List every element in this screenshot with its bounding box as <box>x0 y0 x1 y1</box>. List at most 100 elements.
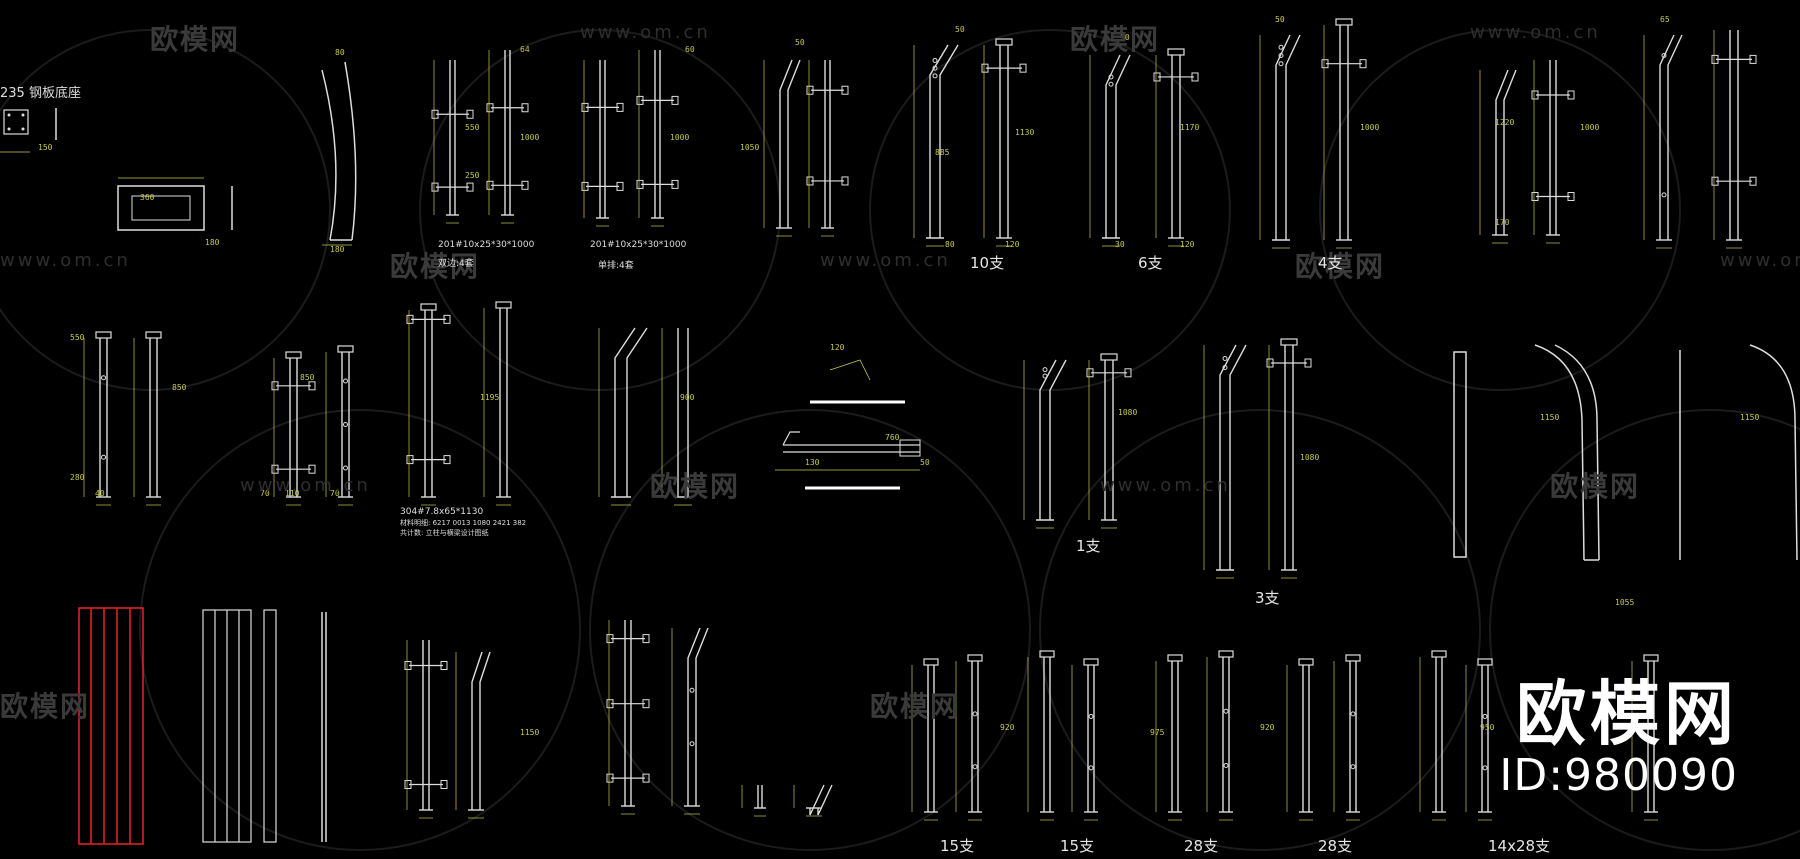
dimension-label: 1000 <box>520 133 539 142</box>
base-plate-detail <box>0 108 233 231</box>
dimension-label: 550 <box>70 333 85 342</box>
quantity-label: 3支 <box>1255 589 1280 607</box>
railing-post <box>741 785 766 817</box>
quantity-label: 15支 <box>1060 837 1095 855</box>
railing-post <box>671 627 709 815</box>
railing-post <box>1321 18 1367 249</box>
watermark-cn: 欧模网 <box>650 470 741 503</box>
railing-post <box>1203 344 1247 579</box>
watermark-arc <box>589 409 1031 851</box>
dimension-label: 50 <box>795 38 805 47</box>
railing-post <box>1206 650 1234 821</box>
watermark-cn: 欧模网 <box>1295 250 1386 283</box>
quantity-label: 1支 <box>1076 537 1101 555</box>
watermark-cn: 欧模网 <box>1550 470 1641 503</box>
railing-post <box>133 331 162 506</box>
dimension-label: 360 <box>140 193 155 202</box>
watermark-site: www.om.cn <box>1470 22 1601 43</box>
railing-post <box>1465 658 1493 821</box>
railing-post <box>581 60 624 227</box>
railing-post <box>806 60 849 237</box>
railing-post <box>431 60 474 224</box>
dimension-label: 280 <box>70 473 85 482</box>
dimension-label: 1000 <box>1580 123 1599 132</box>
handrail-bracket-detail <box>775 359 921 490</box>
railing-post <box>1266 338 1312 579</box>
quantity-label: 6支 <box>1138 254 1163 272</box>
dimension-label: 760 <box>885 433 900 442</box>
dimension-label: 1170 <box>1180 123 1199 132</box>
dimension-label: 120 <box>830 343 845 352</box>
drawing-caption: 单排:4套 <box>598 261 634 271</box>
dimension-label: 180 <box>205 238 220 247</box>
dimension-label: 1000 <box>1360 123 1379 132</box>
dimension-label: 110 <box>285 489 300 498</box>
watermark-site: www.om.cn <box>0 250 131 271</box>
railing-post <box>1419 650 1447 821</box>
quantity-label: 4支 <box>1318 254 1343 272</box>
dimension-label: 50 <box>1120 33 1130 42</box>
railing-post <box>1643 34 1683 249</box>
curved-post-pair-right <box>1453 344 1798 561</box>
railing-post <box>1023 359 1067 529</box>
dimension-label: 850 <box>172 383 187 392</box>
post-group-row3 <box>404 620 1659 821</box>
railing-post <box>83 331 112 506</box>
watermark-arc <box>1039 409 1481 851</box>
railing-post <box>271 351 316 506</box>
drawing-caption: 材料明细: 6217 0013 1080 2421 382 <box>400 519 527 527</box>
railing-post <box>1071 658 1099 821</box>
dimension-label: 920 <box>1000 723 1015 732</box>
watermark-site: www.om.cn <box>1720 250 1800 271</box>
railing-post <box>763 59 801 237</box>
dimension-label: 64 <box>520 45 530 54</box>
dimension-label: 1195 <box>480 393 499 402</box>
quantity-label: 15支 <box>940 837 975 855</box>
dimension-label: 950 <box>1480 723 1495 732</box>
brand-id: ID:980090 <box>1499 750 1738 801</box>
railing-post <box>406 303 451 506</box>
dimension-label: 50 <box>1275 15 1285 24</box>
railing-post <box>404 640 448 819</box>
watermark-arc <box>869 29 1231 391</box>
drawing-caption: 304#7.8x65*1130 <box>400 507 484 517</box>
watermark-cn: 欧模网 <box>0 690 91 723</box>
watermark-site: www.om.cn <box>240 475 371 496</box>
dimension-label: 120 <box>1180 240 1195 249</box>
watermark-cn: 欧模网 <box>150 23 241 56</box>
dimension-label: 885 <box>935 148 950 157</box>
quantity-label: 28支 <box>1184 837 1219 855</box>
drawing-caption: 201#10x25*30*1000 <box>438 240 535 250</box>
quantity-label: 14x28支 <box>1488 837 1551 855</box>
curved-post-elevation <box>321 61 357 246</box>
quantity-label: 10支 <box>970 254 1005 272</box>
dimension-label: 1050 <box>740 143 759 152</box>
dimension-label: 180 <box>330 245 345 254</box>
dimension-label: 130 <box>805 458 820 467</box>
watermark-cn: 欧模网 <box>870 690 961 723</box>
dimension-label: 150 <box>38 143 53 152</box>
railing-post <box>1089 54 1131 247</box>
dimension-label: 65 <box>1660 15 1670 24</box>
dimension-label: 1080 <box>1118 408 1137 417</box>
dimension-label: 1055 <box>1615 598 1634 607</box>
post-group-row1 <box>431 18 1757 249</box>
dimension-label: 920 <box>1260 723 1275 732</box>
railing-post <box>598 327 648 506</box>
watermark-arc <box>139 409 581 851</box>
watermark-cn: 欧模网 <box>1070 23 1161 56</box>
brand-logo-text: 欧模网 <box>1516 673 1738 755</box>
railing-post <box>636 50 679 227</box>
watermark-arcs <box>0 29 1800 851</box>
watermark-site: www.om.cn <box>580 22 711 43</box>
post-group-row2 <box>83 301 1312 579</box>
watermark-arc <box>1489 409 1800 851</box>
drawing-caption: 201#10x25*30*1000 <box>590 240 687 250</box>
quantity-label: 28支 <box>1318 837 1353 855</box>
top-left-label: 235 钢板底座 <box>0 86 81 101</box>
railing-post <box>1531 60 1575 244</box>
dimension-label: 40 <box>95 489 105 498</box>
white-plate-strips <box>202 609 327 843</box>
